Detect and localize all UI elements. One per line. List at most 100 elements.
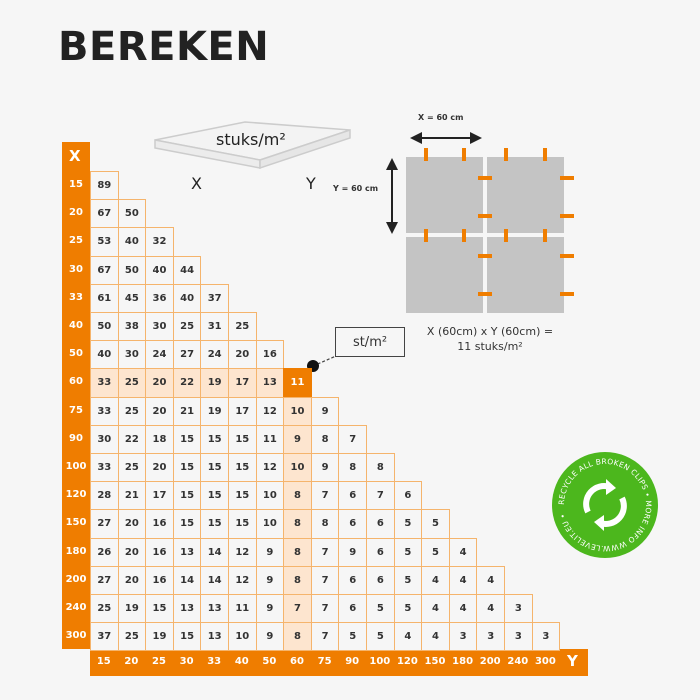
table-cell: 50 (117, 255, 147, 285)
table-cell: 16 (145, 565, 174, 595)
table-cell: 15 (145, 594, 174, 624)
table-cell: 9 (310, 453, 340, 483)
table-cell: 25 (228, 312, 257, 342)
spacer-clips (424, 148, 574, 296)
y-axis-bar (90, 649, 588, 676)
table-cell: 10 (283, 396, 312, 426)
table-cell: 4 (421, 594, 450, 624)
table-cell: 25 (117, 396, 147, 426)
table-cell: 15 (172, 509, 202, 539)
table-cell: 12 (255, 396, 285, 426)
page-title: BEREKEN (58, 24, 270, 70)
table-cell: 8 (283, 509, 312, 539)
table-cell: 3 (476, 622, 505, 652)
table-cell: 8 (283, 537, 312, 567)
table-cell: 5 (393, 509, 423, 539)
slab-y-label: Y (306, 174, 316, 193)
y-axis-tick: 180 (452, 656, 474, 667)
y-axis-tick: 90 (345, 656, 360, 667)
table-cell: 19 (200, 368, 229, 398)
x-axis-tick: 75 (69, 404, 83, 416)
table-cell: 15 (172, 622, 202, 652)
tile-diagram (386, 132, 574, 313)
table-cell: 37 (200, 283, 229, 313)
x-axis-tick: 120 (65, 489, 87, 501)
table-cell: 4 (476, 565, 505, 595)
table-cell: 3 (504, 594, 533, 624)
table-cell: 20 (117, 509, 147, 539)
table-cell: 3 (531, 622, 561, 652)
table-cell: 25 (117, 368, 147, 398)
table-cell: 33 (90, 368, 119, 398)
table-cell: 26 (90, 537, 119, 567)
x-dimension-label: X = 60 cm (418, 113, 464, 122)
table-cell: 17 (145, 481, 174, 511)
table-cell: 50 (90, 312, 119, 342)
x-axis-tick: 60 (69, 376, 83, 388)
table-cell: 44 (172, 255, 202, 285)
table-cell: 13 (200, 594, 229, 624)
table-cell: 3 (504, 622, 533, 652)
y-axis-tick: 120 (396, 656, 418, 667)
table-cell: 4 (421, 622, 450, 652)
table-cell: 11 (283, 368, 312, 398)
recycle-icon (583, 483, 627, 527)
table-cell: 53 (90, 227, 119, 257)
table-cell: 5 (393, 565, 423, 595)
table-cell: 20 (228, 340, 257, 370)
table-cell: 8 (283, 565, 312, 595)
table-cell: 19 (200, 396, 229, 426)
table-cell: 5 (338, 622, 367, 652)
table-cell: 4 (476, 594, 505, 624)
table-cell: 20 (117, 537, 147, 567)
slab-label: stuks/m² (216, 130, 286, 149)
y-axis-tick: 200 (479, 656, 501, 667)
table-cell: 15 (228, 509, 257, 539)
table-cell: 30 (145, 312, 174, 342)
table-cell: 13 (255, 368, 285, 398)
y-axis-tick: 50 (262, 656, 277, 667)
table-cell: 5 (366, 622, 395, 652)
tiles (406, 157, 564, 313)
table-cell: 22 (172, 368, 202, 398)
table-cell: 7 (310, 565, 340, 595)
formula-line-2: 11 stuks/m² (457, 340, 523, 353)
table-cell: 8 (310, 424, 340, 454)
table-cell: 7 (310, 537, 340, 567)
table-cell: 16 (255, 340, 285, 370)
x-axis-tick: 25 (69, 235, 83, 247)
table-cell: 45 (117, 283, 147, 313)
table-cell: 6 (338, 509, 367, 539)
table-cell: 14 (172, 565, 202, 595)
formula: X (60cm) x Y (60cm) = 11 stuks/m² (410, 324, 570, 354)
y-axis-tick: 30 (179, 656, 194, 667)
table-cell: 31 (200, 312, 229, 342)
x-axis-tick: 90 (69, 432, 83, 444)
table-cell: 8 (338, 453, 367, 483)
x-axis-title: X (69, 147, 81, 165)
table-cell: 8 (310, 509, 340, 539)
x-axis-tick: 15 (69, 179, 83, 190)
table-cell: 13 (172, 537, 202, 567)
callout-box: st/m² (335, 327, 405, 357)
table-cell: 5 (393, 537, 423, 567)
table-cell: 10 (255, 481, 285, 511)
y-axis-tick: 300 (534, 656, 556, 667)
table-cell: 6 (338, 481, 367, 511)
table-cell: 36 (145, 283, 174, 313)
x-axis-tick: 200 (65, 573, 87, 585)
table-cell: 20 (145, 368, 174, 398)
table-cell: 13 (172, 594, 202, 624)
x-axis-tick: 300 (65, 630, 87, 642)
y-axis-tick: 25 (152, 656, 166, 667)
table-cell: 16 (145, 537, 174, 567)
table-cell: 9 (255, 622, 285, 652)
table-cell: 5 (421, 537, 450, 567)
table-cell: 15 (228, 481, 257, 511)
table-cell: 4 (448, 537, 478, 567)
x-axis-tick: 150 (65, 517, 87, 529)
table-cell: 21 (117, 481, 147, 511)
table-cell: 17 (228, 396, 257, 426)
y-axis-tick: 33 (207, 656, 222, 667)
x-axis-column (62, 142, 90, 649)
